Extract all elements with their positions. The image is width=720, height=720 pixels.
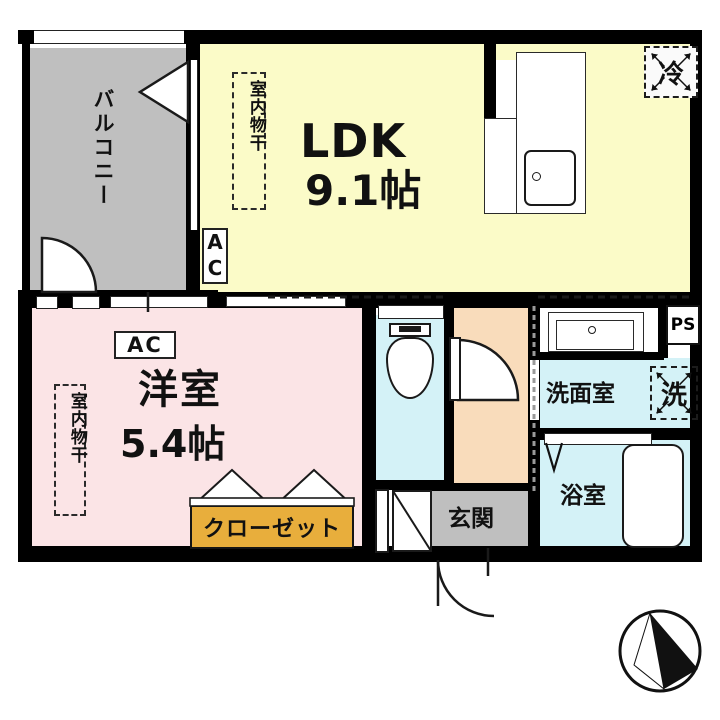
shoe-cabinet: [392, 490, 432, 552]
refrigerator-label: 冷: [657, 59, 684, 90]
fridge-arrows-icon: [651, 53, 691, 91]
opening-bedroom-ldk: [226, 296, 346, 307]
wall-bedroom-right: [362, 300, 376, 495]
ldk-indoor-dry-box: [232, 72, 266, 210]
bathtub: [622, 444, 684, 548]
opening-bath-top: [544, 433, 652, 445]
window-bedroom-top-c: [110, 296, 208, 308]
wall-genkan-top: [432, 483, 538, 491]
window-balcony-top: [34, 30, 184, 44]
compass: [612, 603, 708, 699]
wall-toilet-right: [444, 306, 454, 488]
window-bedroom-top-a: [36, 296, 58, 309]
kitchen-cabinet: [484, 118, 517, 214]
sink-faucet-icon: [532, 172, 541, 181]
room-ldk: [196, 36, 696, 296]
washroom-label: 洗面室: [546, 381, 615, 407]
ps-label: PS: [670, 315, 696, 335]
ldk-indoor-dry-label: 室内物干: [245, 80, 266, 152]
wall-bedroom-right-lower: [362, 483, 376, 555]
refrigerator-space: 冷: [644, 46, 698, 98]
wall-kitchen-nub: [484, 44, 496, 120]
room-genkan: [432, 487, 532, 555]
genkan-label: 玄関: [448, 506, 494, 532]
wall-genkan-right: [528, 487, 540, 555]
wall-balcony-left-edge: [22, 44, 30, 294]
closet[interactable]: クローゼット: [190, 505, 354, 549]
wall-vanity-bottom: [534, 352, 664, 360]
wall-bedroom-left: [18, 300, 32, 560]
vanity-faucet-icon: [588, 326, 596, 334]
wall-ps-left: [658, 300, 668, 358]
bedroom-indoor-dry-label: 室内物干: [66, 392, 87, 464]
wall-toilet-bottom: [372, 480, 454, 490]
bedroom-ac-label: AC: [127, 333, 163, 357]
window-toilet-top: [378, 305, 444, 319]
bath-label: 浴室: [560, 483, 606, 509]
wall-bedroom-bottom: [18, 546, 378, 562]
toilet-tank-lid: [399, 326, 421, 332]
wall-top: [18, 30, 702, 44]
bedroom-ac-tag: AC: [114, 331, 176, 359]
bedroom-area-label: 5.4帖: [120, 422, 226, 466]
washer-arrows-icon: [656, 372, 692, 414]
washer-label: 洗: [660, 380, 687, 411]
room-hallway: [452, 305, 534, 490]
opening-washroom-hall: [530, 360, 539, 420]
north-arrow-icon: [618, 609, 702, 693]
bedroom-indoor-dry-box: [54, 384, 86, 516]
ldk-ac-tag: AC: [202, 228, 228, 284]
balcony-label: バルコニー: [91, 88, 116, 208]
vanity-basin: [556, 320, 634, 350]
pipe-shaft-box: PS: [666, 305, 700, 345]
ldk-area-label: 9.1帖: [305, 166, 422, 215]
ldk-name-label: LDK: [300, 114, 407, 168]
balcony-window-opening: [190, 60, 198, 230]
washing-machine-space: 洗: [650, 366, 698, 420]
bedroom-name-label: 洋室: [138, 367, 222, 413]
window-bedroom-top-b: [72, 296, 100, 309]
wall-left-balcony: [18, 30, 30, 44]
toilet-bowl: [386, 337, 434, 399]
ldk-ac-label: AC: [203, 230, 227, 282]
closet-label: クローゼット: [202, 517, 341, 542]
